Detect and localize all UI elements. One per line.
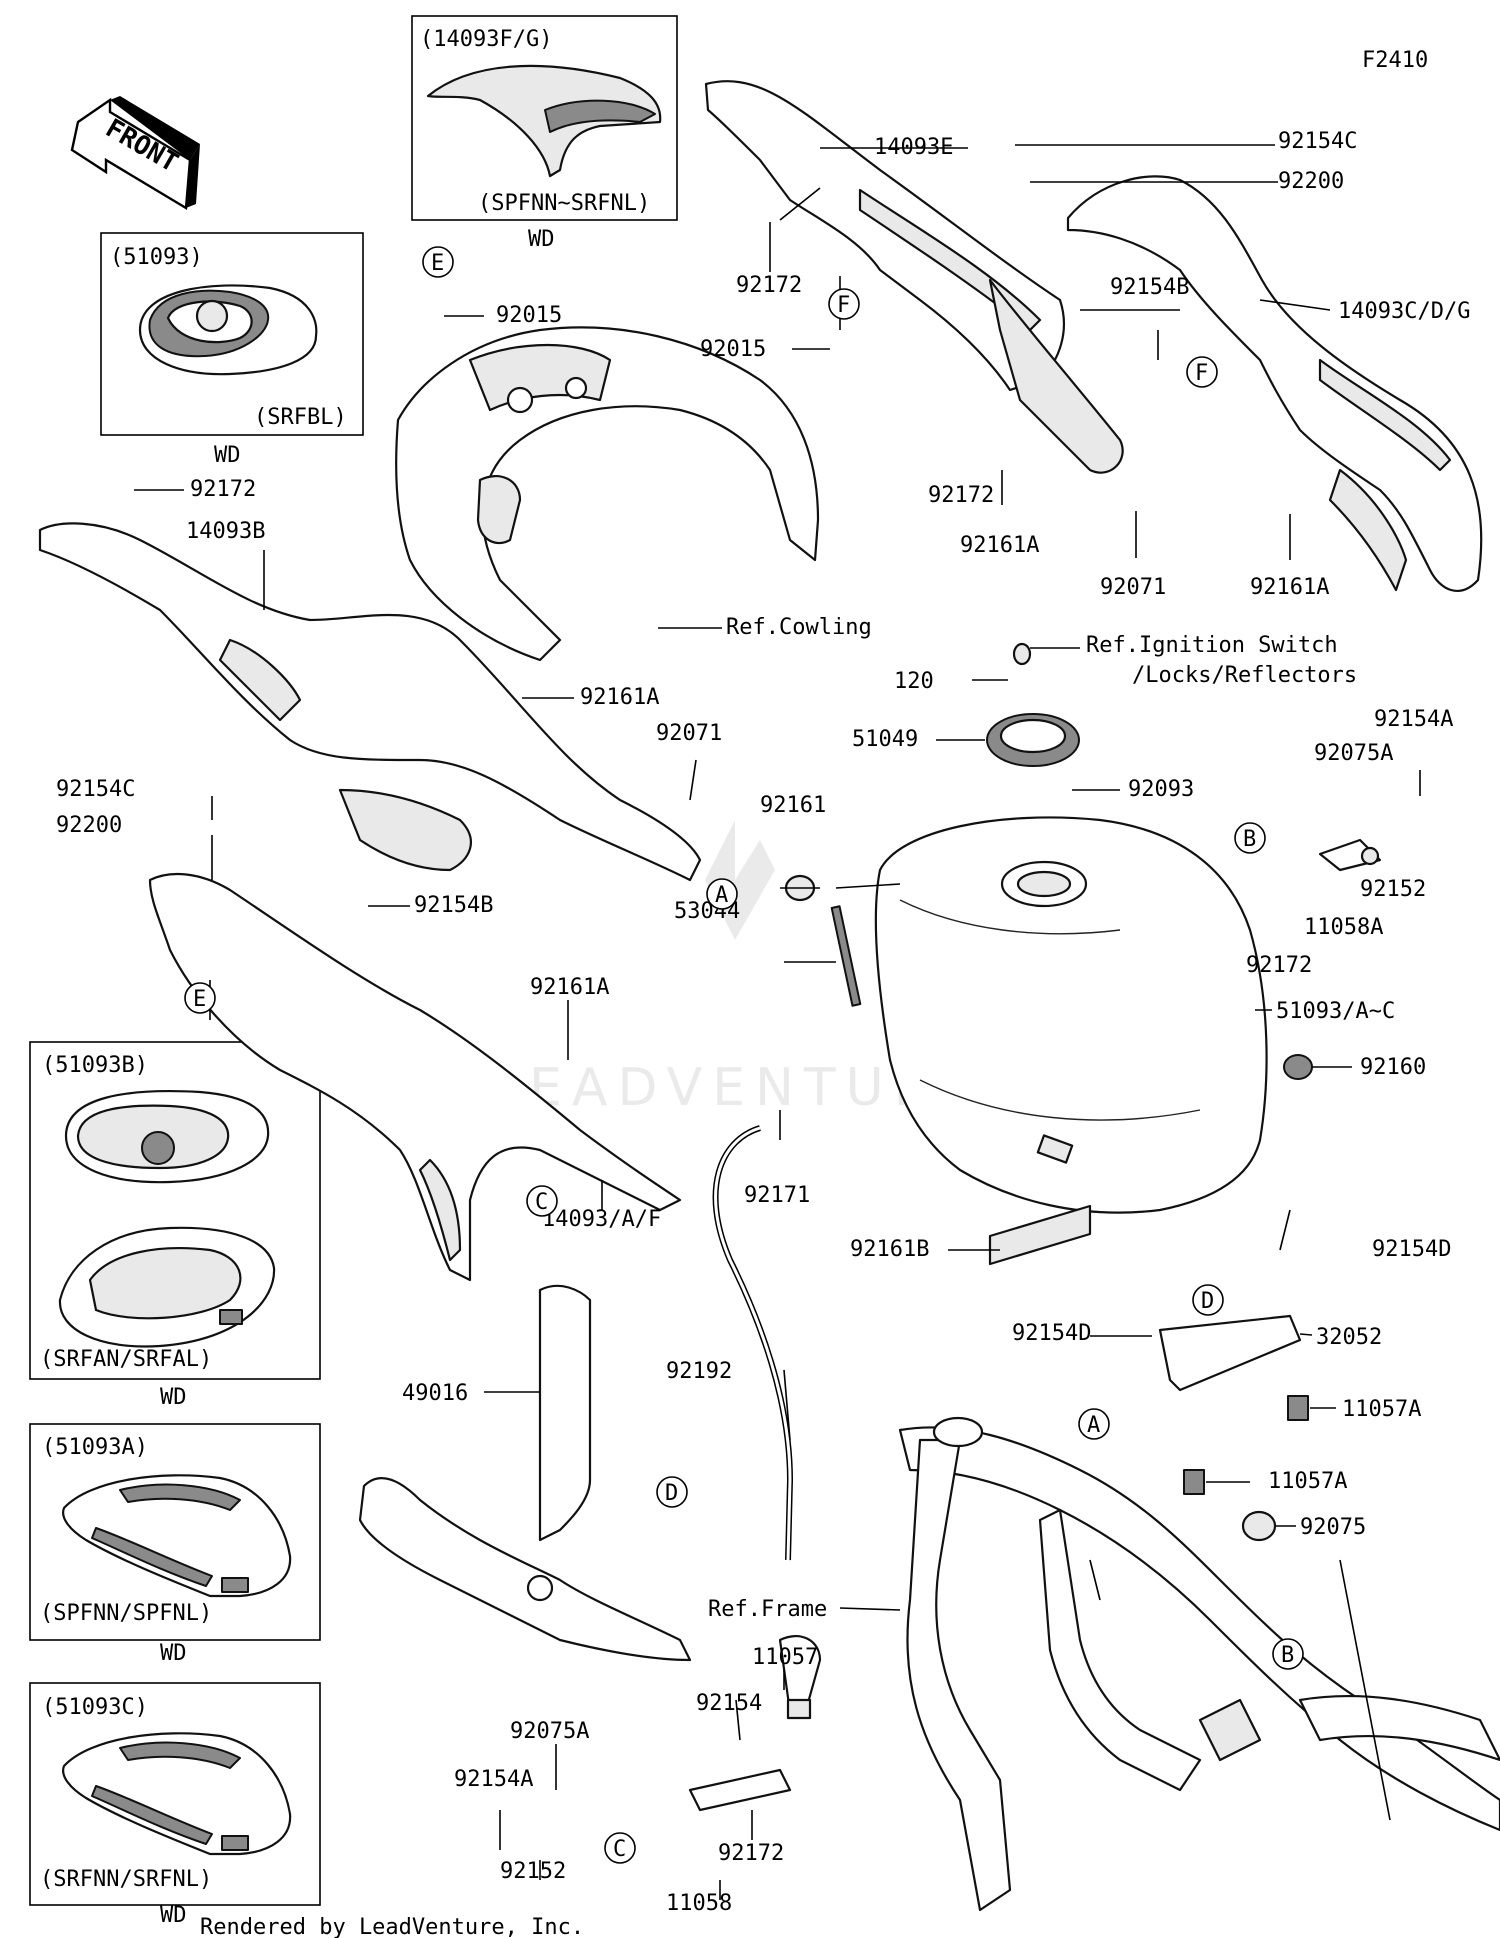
callout: 92161A	[1250, 575, 1329, 600]
callout: 11058	[666, 1891, 732, 1916]
callout: 92075A	[510, 1719, 589, 1744]
callout: 92075	[1300, 1515, 1366, 1540]
reference-letter: F	[1195, 361, 1208, 386]
callout: 14093B	[186, 519, 265, 544]
figure-code: F2410	[1362, 48, 1428, 73]
inset-51093c-models: (SRFNN/SRFNL)	[40, 1867, 212, 1892]
inset-51093b-models: (SRFAN/SRFAL)	[40, 1347, 212, 1372]
callout: 92154D	[1372, 1237, 1451, 1262]
front-arrow-icon: FRONT	[70, 96, 200, 211]
inset-51093b-caption: WD	[160, 1385, 187, 1410]
reference-letter: C	[535, 1190, 548, 1215]
inset-51093c: (51093C) (SRFNN/SRFNL) WD	[29, 1682, 321, 1928]
inset-51093b-code: (51093B)	[42, 1053, 148, 1078]
callout: 92154B	[414, 893, 493, 918]
inset-51093c-caption: WD	[160, 1903, 187, 1928]
callout: 92154C	[56, 777, 135, 802]
part-drawings	[38, 80, 1500, 1912]
callout: 92172	[928, 483, 994, 508]
callout: Ref.Cowling	[726, 615, 872, 640]
reference-letter: B	[1243, 827, 1256, 852]
reference-letter: D	[665, 1481, 678, 1506]
callout: 92152	[500, 1859, 566, 1884]
callout: 11057	[752, 1645, 818, 1670]
reference-letter: C	[613, 1837, 626, 1862]
callout: 51093/A~C	[1276, 999, 1395, 1024]
inset-51093-code: (51093)	[110, 245, 203, 270]
leader-lines	[134, 144, 1421, 1900]
callout: 49016	[402, 1381, 468, 1406]
inset-51093a-code: (51093A)	[42, 1435, 148, 1460]
callout: 92171	[744, 1183, 810, 1208]
callout: 14093E	[874, 135, 953, 160]
callout: 92200	[1278, 169, 1344, 194]
callout: Ref.Frame	[708, 1597, 827, 1622]
inset-51093a-models: (SPFNN/SPFNL)	[40, 1601, 212, 1626]
callout: 92152	[1360, 877, 1426, 902]
callout: 11058A	[1304, 915, 1383, 940]
inset-14093fg-caption: WD	[528, 227, 555, 252]
callout-labels: 14093E 92154C 92200 92172 14093C/D/G 920…	[56, 129, 1470, 1916]
callout: 92172	[718, 1841, 784, 1866]
inset-51093-models: (SRFBL)	[254, 405, 347, 430]
inset-51093a-caption: WD	[160, 1641, 187, 1666]
callout: 92075A	[1314, 741, 1393, 766]
callout: 14093/A/F	[542, 1207, 661, 1232]
reference-letters: E F F E B A C D A D B C	[184, 246, 1304, 1864]
callout: 92071	[656, 721, 722, 746]
callout: 120	[894, 669, 934, 694]
callout: 92161	[760, 793, 826, 818]
callout: /Locks/Reflectors	[1132, 663, 1357, 688]
callout: 51049	[852, 727, 918, 752]
credit-text: Rendered by LeadVenture, Inc.	[200, 1915, 584, 1938]
callout: 92192	[666, 1359, 732, 1384]
inset-14093fg-code: (14093F/G)	[420, 27, 552, 52]
callout: 92154A	[454, 1767, 533, 1792]
callout: 92154B	[1110, 275, 1189, 300]
reference-letter: F	[837, 293, 850, 318]
inset-51093-caption: WD	[214, 443, 241, 468]
callout: 92015	[496, 303, 562, 328]
callout: 92200	[56, 813, 122, 838]
inset-14093fg: (14093F/G) (SPFNN~SRFNL) WD	[411, 15, 678, 252]
callout: 92154A	[1374, 707, 1453, 732]
callout: 14093C/D/G	[1338, 299, 1470, 324]
callout: 11057A	[1268, 1469, 1347, 1494]
callout: 92161B	[850, 1237, 929, 1262]
callout: 92172	[736, 273, 802, 298]
inset-51093: (51093) (SRFBL) WD	[100, 232, 364, 468]
callout: 92172	[190, 477, 256, 502]
callout: 92154C	[1278, 129, 1357, 154]
inset-14093fg-models: (SPFNN~SRFNL)	[478, 191, 650, 216]
reference-letter: A	[715, 883, 728, 908]
callout: 92161A	[530, 975, 609, 1000]
inset-51093c-code: (51093C)	[42, 1695, 148, 1720]
inset-51093a: (51093A) (SPFNN/SPFNL) WD	[29, 1423, 321, 1666]
callout: 32052	[1316, 1325, 1382, 1350]
callout: 92015	[700, 337, 766, 362]
callout: 92161A	[580, 685, 659, 710]
reference-letter: A	[1087, 1413, 1100, 1438]
reference-letter: E	[431, 251, 444, 276]
callout: 92161A	[960, 533, 1039, 558]
callout: 92160	[1360, 1055, 1426, 1080]
callout: 92071	[1100, 575, 1166, 600]
callout: 92154D	[1012, 1321, 1091, 1346]
callout: 92172	[1246, 953, 1312, 978]
callout: Ref.Ignition Switch	[1086, 633, 1338, 658]
reference-letter: E	[193, 987, 206, 1012]
reference-letter: B	[1281, 1643, 1294, 1668]
callout: 92093	[1128, 777, 1194, 802]
reference-letter: D	[1201, 1289, 1214, 1314]
callout: 11057A	[1342, 1397, 1421, 1422]
callout: 92154	[696, 1691, 762, 1716]
inset-51093b: (51093B) (SRFAN/SRFAL) WD	[29, 1041, 321, 1410]
